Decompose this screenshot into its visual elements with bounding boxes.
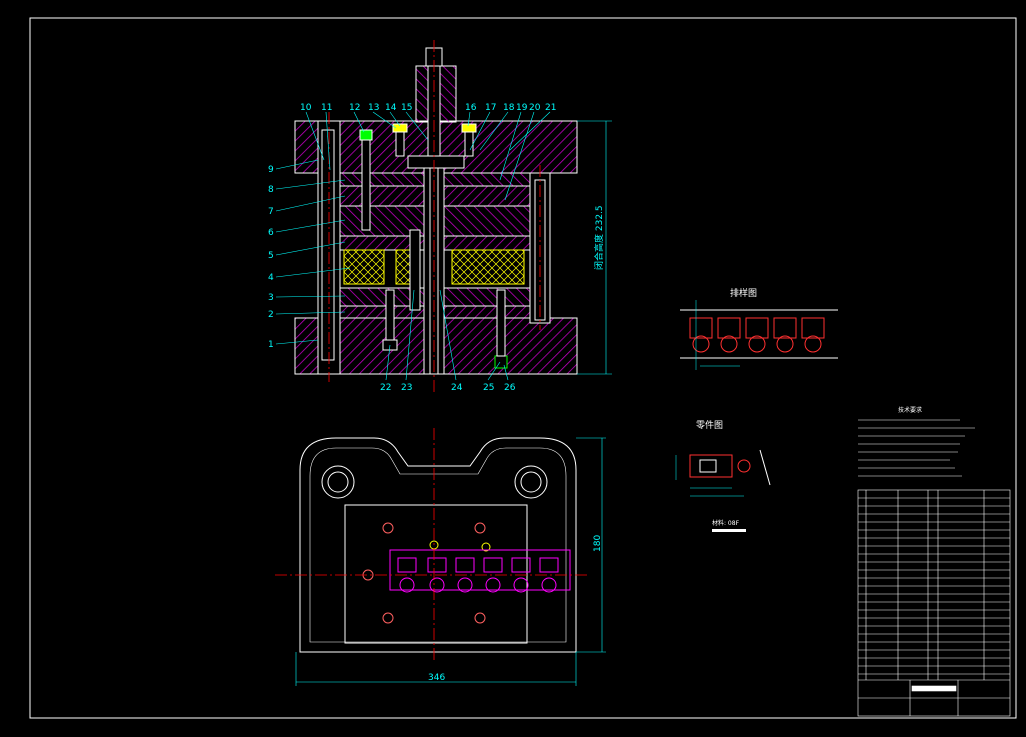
- part-drawing: 零件图 材料: 08F: [675, 419, 771, 532]
- strip-layout-title: 排样图: [730, 287, 757, 299]
- callout-12: 12: [349, 103, 360, 113]
- callout-16: 16: [465, 103, 477, 113]
- closed-height-dimension: 闭合高度 232.5: [593, 205, 605, 270]
- callout-20: 20: [529, 103, 541, 113]
- plan-width-dimension: 346: [428, 673, 445, 683]
- part-drawing-title: 零件图: [696, 419, 723, 431]
- callout-17: 17: [485, 103, 496, 113]
- callout-21: 21: [545, 103, 556, 113]
- callout-5: 5: [268, 251, 274, 261]
- callout-8: 8: [268, 185, 274, 195]
- plan-height-dimension: 180: [593, 535, 603, 552]
- section-view: 闭合高度 232.5: [294, 40, 612, 392]
- callout-14: 14: [385, 103, 397, 113]
- callout-3: 3: [268, 293, 274, 303]
- callouts-left: 9 8 7 6 5 4 3 2 1: [268, 159, 351, 350]
- callout-23: 23: [401, 383, 412, 393]
- callout-11: 11: [321, 103, 332, 113]
- callout-22: 22: [380, 383, 391, 393]
- callout-19: 19: [516, 103, 528, 113]
- strip-layout: 排样图: [680, 287, 838, 370]
- callout-1: 1: [268, 340, 274, 350]
- callouts-bottom: 22 23 24 25 26: [380, 289, 516, 393]
- callout-9: 9: [268, 165, 274, 175]
- callout-26: 26: [504, 383, 516, 393]
- callout-10: 10: [300, 103, 312, 113]
- drawing-frame: [29, 17, 1017, 719]
- callout-15: 15: [401, 103, 412, 113]
- callout-24: 24: [451, 383, 463, 393]
- part-material: 材料: 08F: [712, 519, 740, 527]
- title-block: [857, 489, 1011, 717]
- technical-notes-title: 技术要求: [898, 406, 922, 414]
- callout-25: 25: [483, 383, 494, 393]
- technical-notes: 技术要求: [858, 406, 975, 477]
- callout-7: 7: [268, 207, 274, 217]
- plan-view: 346 180: [275, 428, 606, 686]
- callout-18: 18: [503, 103, 515, 113]
- callout-6: 6: [268, 228, 274, 238]
- callouts-top: 10 11 12 13 14 15 16 17 18 19 20 21: [300, 103, 556, 201]
- callout-13: 13: [368, 103, 379, 113]
- callout-2: 2: [268, 310, 274, 320]
- callout-4: 4: [268, 273, 274, 283]
